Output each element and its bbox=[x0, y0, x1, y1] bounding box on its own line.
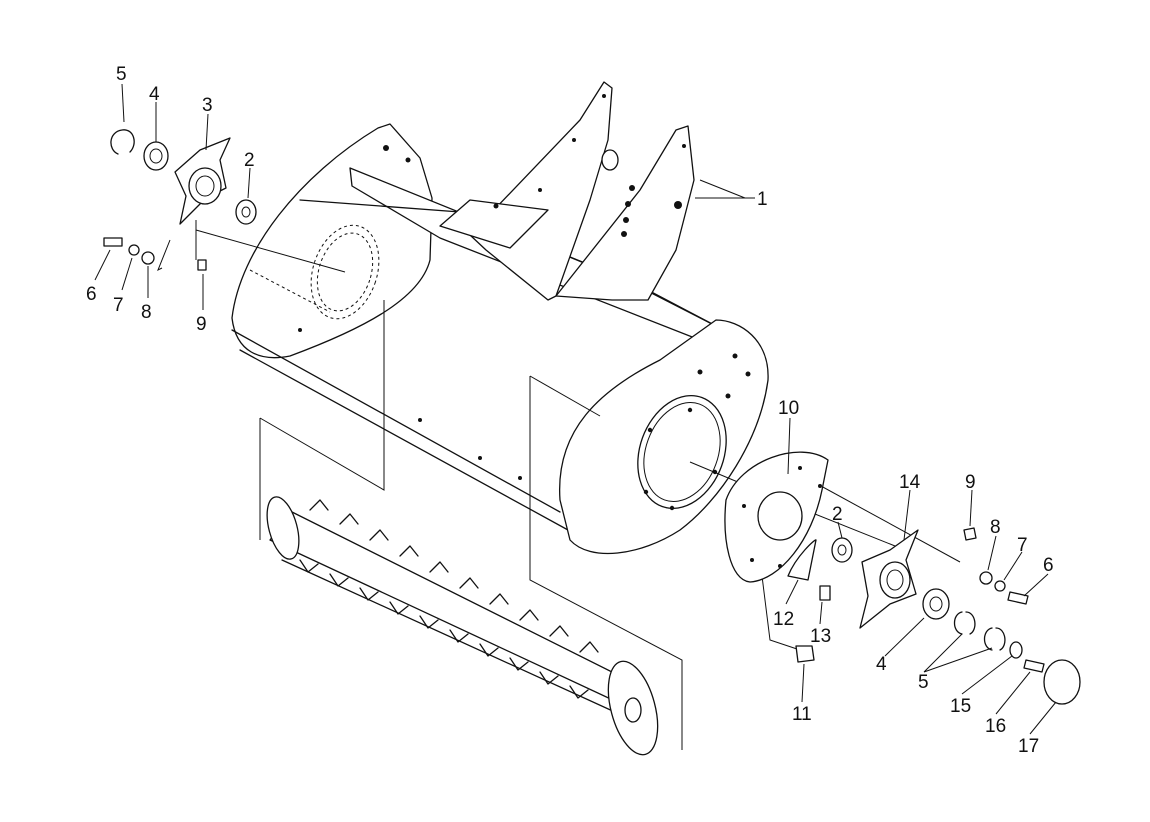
callout-2-right: 2 bbox=[832, 504, 843, 525]
nut bbox=[795, 645, 815, 663]
callout-9-right: 9 bbox=[965, 472, 976, 493]
bearing-right bbox=[922, 588, 950, 620]
rotor-shaft bbox=[266, 496, 659, 756]
circlip-right-a bbox=[953, 611, 976, 635]
callout-15: 15 bbox=[950, 696, 971, 717]
callout-14: 14 bbox=[899, 472, 921, 493]
callout-8-left: 8 bbox=[141, 302, 152, 323]
callout-8-right: 8 bbox=[990, 517, 1001, 538]
grease-nipple-left bbox=[197, 259, 207, 271]
bolt-right bbox=[1007, 591, 1029, 605]
callout-9-left: 9 bbox=[196, 314, 207, 335]
callout-6-right: 6 bbox=[1043, 555, 1054, 576]
washer-small-right bbox=[979, 571, 993, 585]
callout-labels: 1 5 4 3 2 6 7 8 9 10 11 12 13 14 2 9 8 7… bbox=[86, 64, 1054, 757]
circlip-left bbox=[110, 129, 135, 155]
washer-left bbox=[235, 199, 257, 225]
callout-3: 3 bbox=[202, 95, 213, 116]
callout-17: 17 bbox=[1018, 736, 1039, 757]
left-bearing-assembly bbox=[103, 129, 257, 271]
callout-16: 16 bbox=[985, 716, 1006, 737]
hitch-brackets bbox=[439, 81, 695, 301]
right-bearing-assembly bbox=[724, 451, 1081, 705]
lock-washer-right bbox=[994, 580, 1006, 592]
callout-10: 10 bbox=[778, 398, 799, 419]
callout-11: 11 bbox=[792, 704, 812, 725]
cap-17 bbox=[1043, 659, 1081, 705]
lock-washer-left bbox=[128, 244, 140, 256]
grease-nipple-right bbox=[963, 527, 977, 541]
callout-leaders bbox=[94, 83, 1057, 735]
callout-12: 12 bbox=[773, 609, 794, 630]
circlip-right-b bbox=[983, 627, 1006, 651]
bolt-16 bbox=[1023, 659, 1045, 673]
bearing-left bbox=[143, 141, 169, 171]
callout-5-right: 5 bbox=[918, 672, 929, 693]
shim bbox=[787, 539, 817, 581]
assembly-lines bbox=[157, 179, 961, 750]
callout-5-left: 5 bbox=[116, 64, 127, 85]
callout-4-left: 4 bbox=[149, 84, 160, 105]
callout-7-right: 7 bbox=[1017, 535, 1028, 556]
callout-7-left: 7 bbox=[113, 295, 124, 316]
callout-13: 13 bbox=[810, 626, 831, 647]
callout-1: 1 bbox=[757, 189, 768, 210]
bolt-left bbox=[103, 237, 123, 247]
washer-small-left bbox=[141, 251, 155, 265]
washer-right bbox=[831, 537, 853, 563]
callout-6-left: 6 bbox=[86, 284, 97, 305]
washer-15 bbox=[1009, 641, 1023, 659]
callout-4-right: 4 bbox=[876, 654, 887, 675]
callout-2-left: 2 bbox=[244, 150, 255, 171]
bolt-13 bbox=[819, 585, 831, 601]
